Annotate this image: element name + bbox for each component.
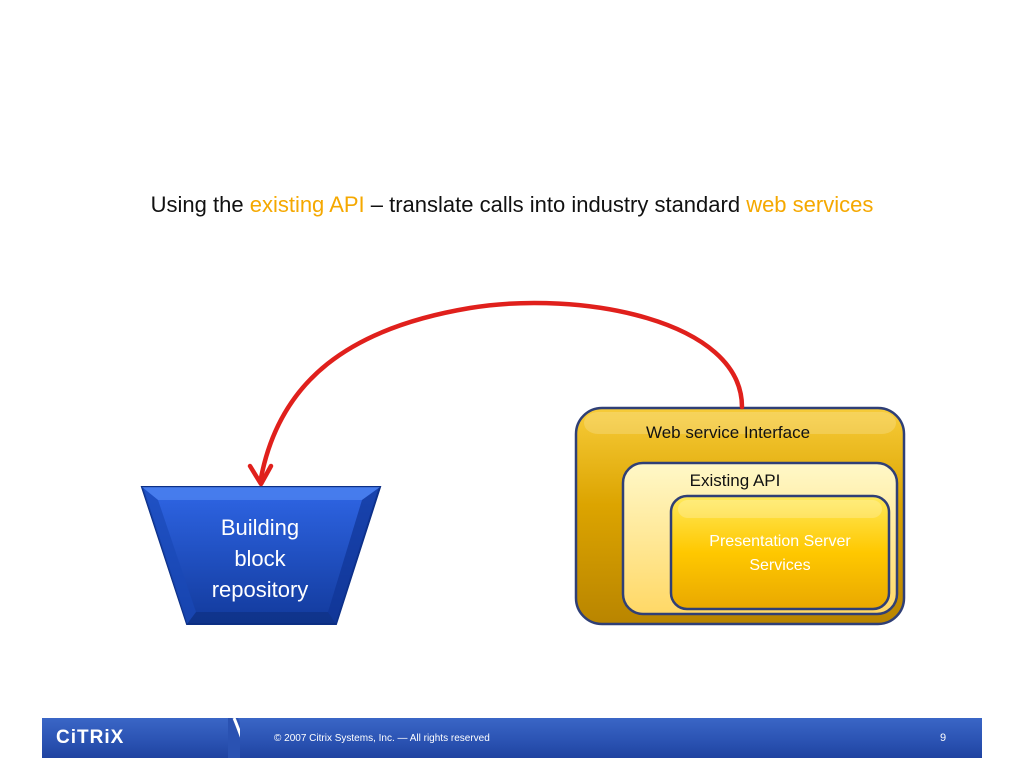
translation-arrowhead-icon [247,463,274,487]
slide-headline: Using the existing API – translate calls… [0,192,1024,218]
building-block-label: Building block repository [160,512,360,605]
slide-footer: CiTRiX © 2007 Citrix Systems, Inc. — All… [0,718,1024,758]
footer-info-bar [240,718,982,758]
presentation-server-label-line2: Services [749,557,811,574]
presentation-server-label-line1: Presentation Server [709,533,851,550]
citrix-logo: CiTRiX [56,727,125,748]
building-block-repository-shape [140,486,382,625]
footer-logo-panel [42,718,247,758]
building-block-label-line2: block [234,546,286,571]
translation-arrow-curve [258,300,745,481]
headline-text-2: – translate calls into industry standard [364,192,747,217]
headline-text-1: Using the [150,192,250,217]
existing-api-label: Existing API [689,471,781,490]
presentation-server-services-label: Presentation Server Services [678,530,882,578]
headline-highlight-web-services: web services [746,192,874,217]
building-block-label-line1: Building [220,515,300,540]
building-block-label-line3: repository [211,577,309,602]
copyright-text: © 2007 Citrix Systems, Inc. — All rights… [274,733,490,744]
presentation-server-services-box [669,494,891,611]
web-service-interface-label: Web service Interface [645,423,811,442]
headline-highlight-existing-api: existing API [249,192,365,217]
page-number: 9 [940,732,947,744]
